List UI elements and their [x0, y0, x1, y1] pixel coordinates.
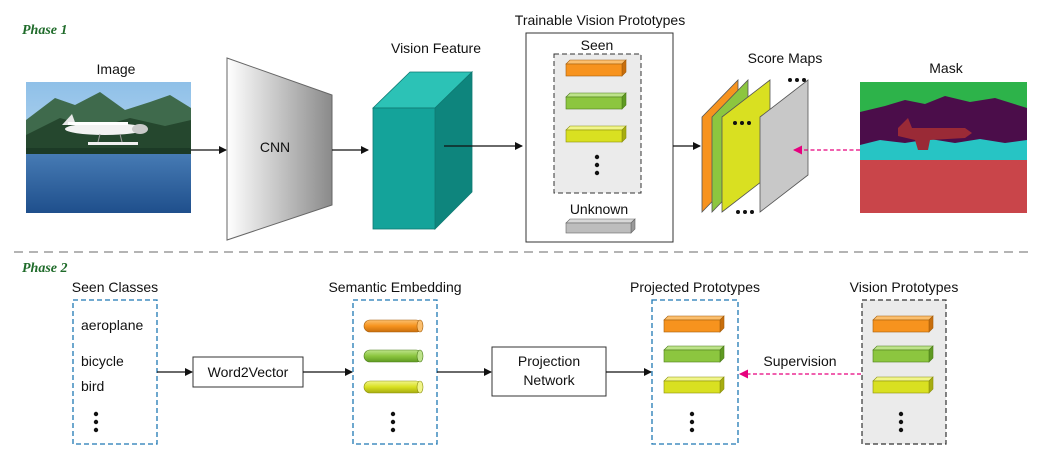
- unknown-prototype-gray: [565, 218, 636, 234]
- score-maps-label: Score Maps: [748, 50, 823, 66]
- projection-label-line1: Projection: [518, 353, 580, 369]
- score-maps-dots-bottom: [736, 210, 754, 214]
- cnn-label: CNN: [260, 139, 290, 155]
- unknown-label: Unknown: [570, 201, 628, 217]
- seen-more-dots: [594, 154, 600, 176]
- word2vector-label: Word2Vector: [208, 364, 289, 380]
- supervision-label: Supervision: [763, 353, 836, 369]
- seen-prototypes-box: [553, 53, 642, 194]
- word2vector-box: [192, 356, 304, 388]
- vision-prototype-yellow: [872, 376, 934, 394]
- cnn-block: [226, 57, 333, 241]
- semantic-embedding-label: Semantic Embedding: [328, 279, 461, 295]
- embedding-vector-orange: [363, 319, 424, 333]
- vision-feature-cube: [372, 71, 473, 230]
- projected-prototype-green: [663, 345, 725, 363]
- vision-prototype-green: [872, 345, 934, 363]
- seen-prototype-yellow: [565, 125, 627, 143]
- image-label: Image: [97, 61, 136, 77]
- embedding-vector-green: [363, 349, 424, 363]
- embedding-more-dots: [390, 411, 396, 433]
- embedding-vector-yellow: [363, 380, 424, 394]
- seen-label: Seen: [581, 37, 614, 53]
- phase1-label: Phase 1: [22, 23, 68, 38]
- seaplane-graphic: [62, 114, 148, 145]
- input-image: [26, 82, 191, 213]
- projected-prototype-yellow: [663, 376, 725, 394]
- vision-feature-label: Vision Feature: [391, 40, 481, 56]
- vision-prototypes-label: Vision Prototypes: [850, 279, 959, 295]
- projection-label-line2: Network: [523, 372, 575, 388]
- segmentation-mask: [860, 82, 1027, 213]
- seen-prototype-green: [565, 92, 627, 110]
- score-maps-stack: [701, 79, 809, 213]
- seen-classes-label: Seen Classes: [72, 279, 158, 295]
- projected-more-dots: [689, 411, 695, 433]
- projected-prototype-orange: [663, 315, 725, 333]
- trainable-prototypes-title: Trainable Vision Prototypes: [515, 12, 685, 28]
- vision-prototypes-more-dots: [898, 411, 904, 433]
- vision-prototype-orange: [872, 315, 934, 333]
- seen-prototype-orange: [565, 59, 627, 77]
- score-maps-dots-top: [788, 78, 806, 82]
- class-item-bird: bird: [81, 378, 104, 394]
- class-item-bicycle: bicycle: [81, 353, 124, 369]
- seen-classes-more-dots: [93, 411, 99, 433]
- score-maps-dots-middle: [733, 121, 751, 125]
- projection-network-box: [491, 346, 607, 397]
- class-item-aeroplane: aeroplane: [81, 317, 143, 333]
- projected-prototypes-label: Projected Prototypes: [630, 279, 760, 295]
- mask-label: Mask: [929, 60, 963, 76]
- phase2-label: Phase 2: [22, 261, 68, 276]
- seen-classes-box: [72, 299, 158, 445]
